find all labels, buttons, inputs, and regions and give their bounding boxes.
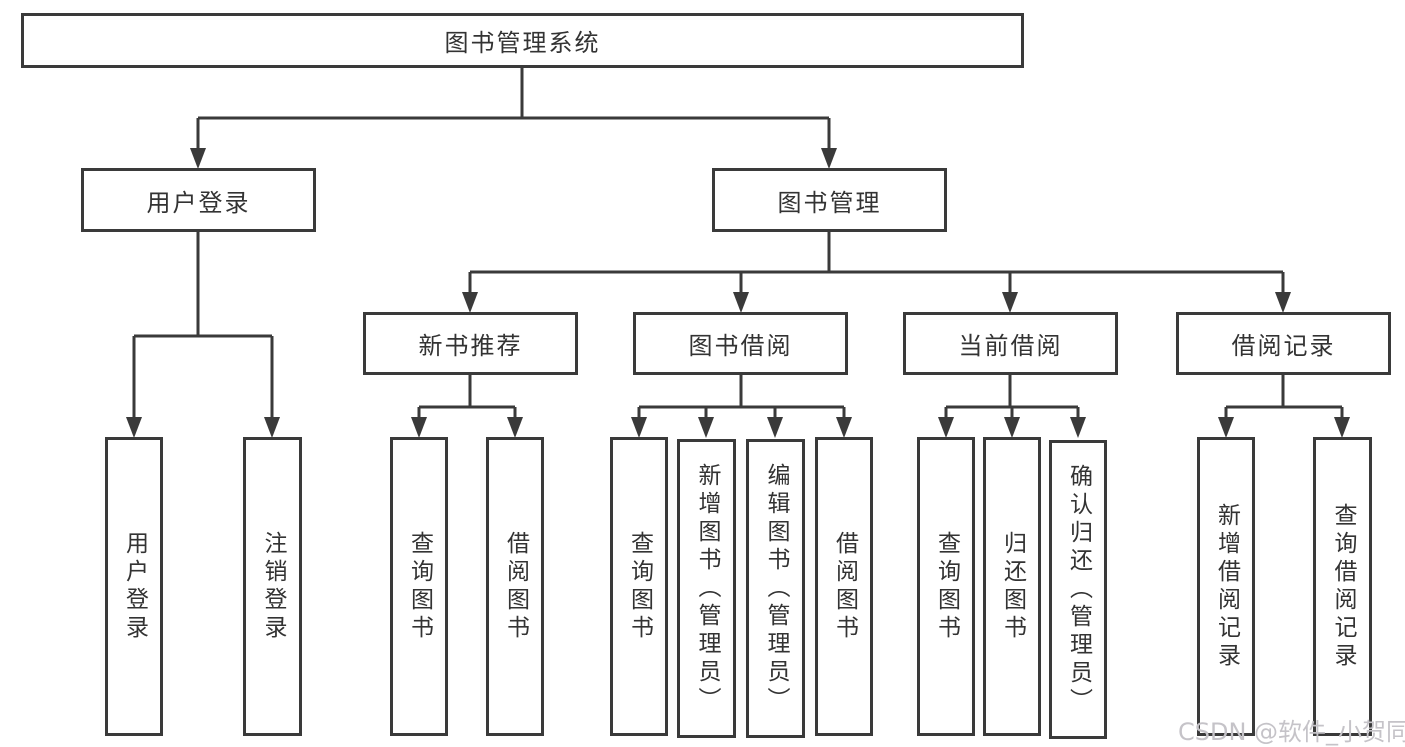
arrowhead-book-mgmt	[821, 148, 837, 169]
leaf-bb-add-book-admin: 新增图书（管理员）	[677, 439, 736, 738]
connector-book-borrowing-children	[637, 375, 846, 419]
arrowhead-bb-query	[631, 417, 647, 438]
arrowhead-bb-edit	[767, 417, 783, 438]
leaf-bb-add-book-admin-label: 新增图书（管理员）	[694, 462, 720, 715]
node-root: 图书管理系统	[21, 13, 1024, 68]
arrowhead-cb-query	[938, 417, 954, 438]
leaf-cb-confirm-return-admin: 确认归还（管理员）	[1049, 440, 1107, 739]
node-borrowing-records-label: 借阅记录	[1231, 332, 1336, 360]
leaf-logout: 注销登录	[243, 437, 302, 736]
node-new-book-rec: 新书推荐	[363, 312, 578, 375]
arrowhead-bb-add	[698, 417, 714, 438]
leaf-br-query-record: 查询借阅记录	[1313, 437, 1372, 736]
arrowhead-book-borrowing	[733, 292, 749, 313]
node-book-borrowing: 图书借阅	[633, 312, 848, 375]
leaf-bb-query-book: 查询图书	[610, 437, 668, 736]
csdn-watermark: CSDN @软件_小贺同学	[1178, 718, 1405, 746]
node-root-label: 图书管理系统	[444, 29, 601, 57]
arrowhead-borrowing-records	[1275, 292, 1291, 313]
leaf-nb-query-book-label: 查询图书	[406, 530, 433, 643]
arrowhead-cb-return	[1004, 417, 1020, 438]
leaf-cb-query-book-label: 查询图书	[933, 530, 960, 643]
arrowhead-nb-query	[411, 417, 427, 438]
arrowhead-ul-logout	[264, 417, 280, 438]
arrowhead-bb-borrow	[836, 417, 852, 438]
leaf-cb-return-book: 归还图书	[983, 437, 1041, 736]
arrowhead-br-query	[1334, 417, 1350, 438]
leaf-bb-query-book-label: 查询图书	[626, 530, 653, 643]
arrowhead-current-borrowing	[1002, 292, 1018, 313]
arrowhead-ul-login	[126, 417, 142, 438]
node-new-book-rec-label: 新书推荐	[418, 332, 523, 360]
connector-new-book-rec-children	[417, 375, 517, 419]
node-current-borrowing: 当前借阅	[903, 312, 1118, 375]
leaf-user-login: 用户登录	[105, 437, 163, 736]
leaf-cb-confirm-return-admin-label: 确认归还（管理员）	[1065, 463, 1092, 716]
leaf-user-login-label: 用户登录	[121, 530, 148, 643]
leaf-bb-edit-book-admin: 编辑图书（管理员）	[746, 439, 805, 738]
leaf-nb-query-book: 查询图书	[390, 437, 448, 736]
leaf-cb-return-book-label: 归还图书	[999, 530, 1026, 643]
leaf-br-query-record-label: 查询借阅记录	[1330, 502, 1356, 671]
leaf-br-add-record-label: 新增借阅记录	[1213, 502, 1240, 671]
arrowhead-br-add	[1218, 417, 1234, 438]
connector-book-mgmt-children	[468, 232, 1285, 294]
arrowhead-nb-borrow	[507, 417, 523, 438]
leaf-bb-borrow-book: 借阅图书	[815, 437, 873, 736]
node-borrowing-records: 借阅记录	[1176, 312, 1391, 375]
connector-user-login-children	[132, 232, 274, 419]
connector-borrowing-records-children	[1224, 375, 1344, 419]
leaf-nb-borrow-book: 借阅图书	[486, 437, 544, 736]
leaf-cb-query-book: 查询图书	[917, 437, 975, 736]
leaf-bb-edit-book-admin-label: 编辑图书（管理员）	[763, 462, 789, 715]
node-book-mgmt-label: 图书管理	[777, 188, 882, 217]
connector-current-borrowing-children	[944, 375, 1080, 419]
arrowhead-new-book-rec	[462, 292, 478, 313]
leaf-logout-label: 注销登录	[260, 530, 286, 643]
leaf-bb-borrow-book-label: 借阅图书	[831, 530, 858, 643]
leaf-nb-borrow-book-label: 借阅图书	[502, 530, 529, 643]
node-user-login-label: 用户登录	[146, 188, 251, 217]
leaf-br-add-record: 新增借阅记录	[1197, 437, 1255, 736]
node-book-mgmt: 图书管理	[712, 168, 947, 232]
node-book-borrowing-label: 图书借阅	[688, 332, 793, 360]
connector-root-to-level2	[196, 68, 831, 150]
arrowhead-cb-confirm	[1070, 417, 1086, 438]
node-current-borrowing-label: 当前借阅	[958, 332, 1063, 360]
arrowhead-user-login	[190, 148, 206, 169]
node-user-login: 用户登录	[81, 168, 316, 232]
